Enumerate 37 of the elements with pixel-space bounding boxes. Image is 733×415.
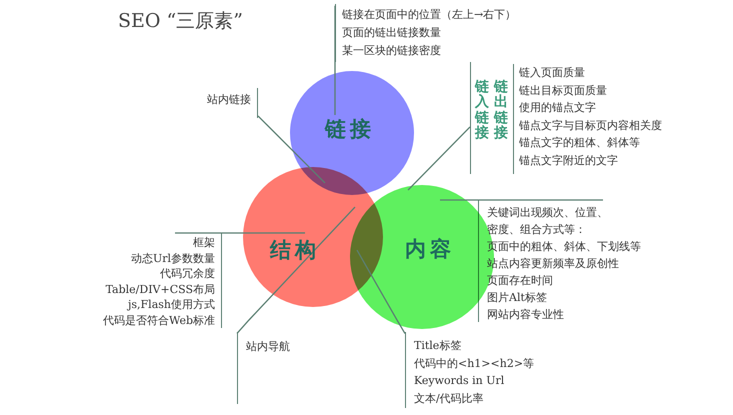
leader-line <box>175 232 306 234</box>
circle-label: 结构 <box>270 236 320 264</box>
circle-label: 内容 <box>405 235 455 263</box>
annotation-text: 锚点文字的粗体、斜体等 <box>519 135 641 152</box>
annotation-text: 使用的锚点文字 <box>519 100 597 116</box>
annotation-text: 代码冗余度 <box>159 266 215 282</box>
annotation-text: 锚点文字与目标页内容相关度 <box>519 118 662 134</box>
annotation-text: 页面的链出链接数量 <box>342 25 442 41</box>
annotation-text: 文本/代码比率 <box>414 390 485 406</box>
annotation-text: 锚点文字附近的文字 <box>519 152 619 169</box>
leader-line <box>440 199 603 201</box>
leader-line <box>334 6 336 116</box>
annotation-text: 代码中的<h1><h2>等 <box>414 356 536 372</box>
annotation-text: 站内链接 <box>206 92 251 108</box>
vertical-heading: 链入链接 <box>475 80 489 142</box>
annotation-text: Keywords in Url <box>414 373 506 389</box>
annotation-text: Title标签 <box>414 338 462 354</box>
diagram-title: SEO “三原素” <box>118 9 243 34</box>
annotation-text: 网站内容专业性 <box>487 307 565 323</box>
circle-label: 链接 <box>325 115 375 143</box>
leader-line <box>236 206 356 334</box>
leader-line <box>258 115 326 184</box>
annotation-text: 站内导航 <box>246 339 291 355</box>
annotation-text: Table/DIV+CSS布局 <box>104 282 215 297</box>
annotation-text: 框架 <box>192 235 215 250</box>
annotation-text: 链入页面质量 <box>519 65 586 81</box>
annotation-text: 动态Url参数数量 <box>130 250 215 266</box>
annotation-text: 代码是否符合Web标准 <box>102 312 215 328</box>
annotation-text: 某一区块的链接密度 <box>342 43 442 59</box>
annotation-text: 链出目标页面质量 <box>519 82 608 99</box>
annotation-text: 链接在页面中的位置（左上→右下） <box>342 7 518 23</box>
annotation-text: 图片Alt标签 <box>487 290 548 306</box>
leader-line <box>408 126 470 190</box>
annotation-text: js,Flash使用方式 <box>126 297 215 312</box>
annotation-text: 关键词出现频次、位置、密度、组合方式等： <box>487 205 609 238</box>
leader-line <box>356 250 406 334</box>
vertical-heading: 链出链接 <box>494 80 508 142</box>
